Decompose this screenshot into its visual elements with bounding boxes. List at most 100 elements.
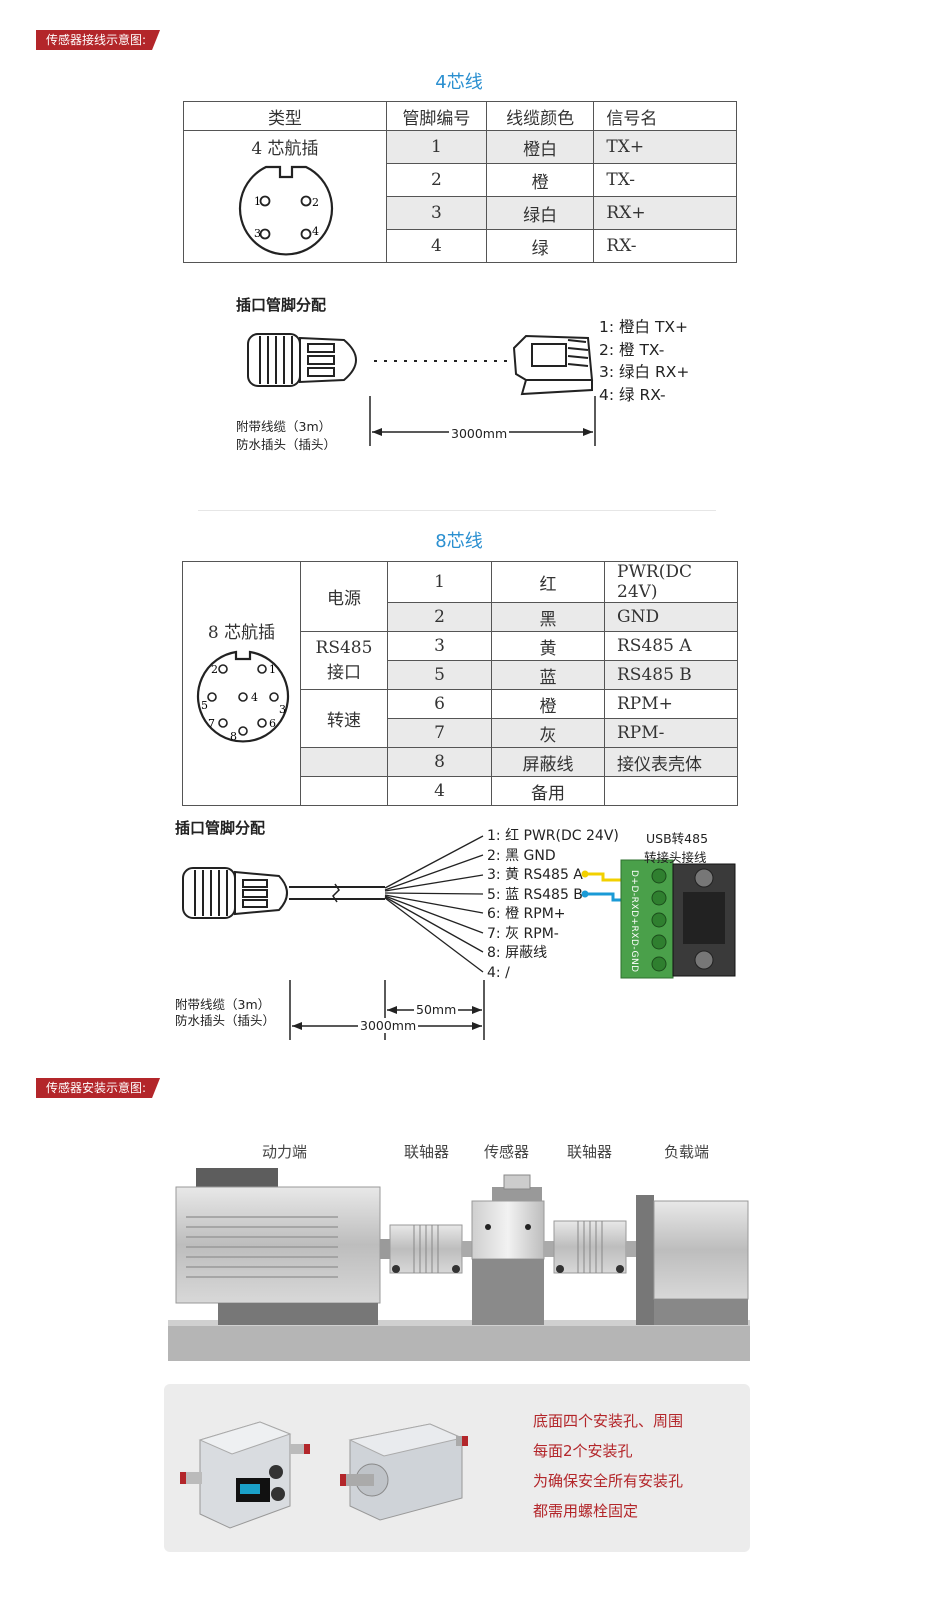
- connector-type-label: 8 芯航插: [207, 623, 276, 643]
- table-row: 4 芯航插 1 2 3 4 1 橙白 TX+: [183, 130, 737, 263]
- pin-cell: 2: [387, 602, 492, 632]
- wire-item: 3: 黄 RS485 A: [487, 867, 583, 883]
- group-speed: 转速: [300, 689, 388, 748]
- four-pin-connector-icon: 1 2 3 4: [238, 165, 334, 256]
- eight-pin-connector-icon: 1 2 3 4 5 6 7 8: [196, 650, 290, 743]
- pin-number: 3: [279, 703, 286, 716]
- table-row: 2 黑 GND: [183, 602, 738, 632]
- coupling-left-icon: [389, 1224, 474, 1274]
- pin-cell: 1: [387, 561, 492, 603]
- wire-list: 1: 红 PWR(DC 24V) 2: 黑 GND 3: 黄 RS485 A 5…: [487, 827, 619, 983]
- install-section-tag: 传感器安装示意图:: [36, 1078, 160, 1098]
- install-notes: 底面四个安装孔、周围 每面2个安装孔 为确保安全所有安装孔 都需用螺栓固定: [533, 1406, 683, 1526]
- eight-core-cable-diagram: [182, 835, 736, 1040]
- pin-number: 5: [201, 699, 208, 712]
- coupling-right-icon: [553, 1220, 640, 1274]
- color-cell: 黑: [491, 602, 605, 632]
- color-cell: 蓝: [491, 660, 605, 690]
- table-row: 4 备用: [183, 776, 738, 806]
- sensor-product-front-icon: [180, 1421, 310, 1529]
- pin-number: 4: [251, 691, 258, 704]
- install-note-line: 都需用螺栓固定: [533, 1502, 639, 1520]
- pin-number: 1: [254, 195, 261, 208]
- color-cell: 橙: [491, 689, 605, 719]
- pin-cell: 3: [387, 631, 492, 661]
- signal-cell: GND: [604, 602, 738, 632]
- label-power-end: 动力端: [262, 1143, 308, 1161]
- color-cell: 黄: [491, 631, 605, 661]
- pin-number: 1: [269, 663, 276, 676]
- sensor-icon: [471, 1174, 556, 1325]
- base-plate: [168, 1325, 750, 1361]
- color-cell: 屏蔽线: [491, 747, 605, 777]
- product-photos: [180, 1421, 468, 1529]
- table-header-row: 类型 管脚编号 线缆颜色 信号名: [183, 101, 737, 131]
- usb-485-adapter-icon: [620, 859, 736, 979]
- label-coupling-left: 联轴器: [404, 1143, 450, 1161]
- installation-diagram: [168, 1168, 750, 1361]
- header-type: 类型: [183, 101, 387, 131]
- pin-cell: 2: [385, 163, 487, 197]
- group-power: 电源: [300, 561, 388, 632]
- table-row: 2 橙 TX-: [184, 163, 737, 197]
- pin-cell: 4: [385, 229, 487, 263]
- signal-cell: TX+: [593, 130, 737, 164]
- pin-cell: 7: [387, 718, 492, 748]
- signal-cell: RPM+: [604, 689, 738, 719]
- label-load-end: 负载端: [664, 1143, 710, 1161]
- plug-note: 防水插头（插头）: [236, 437, 337, 452]
- table-row: 转速 6 橙 RPM+: [183, 689, 738, 748]
- wire-item: 6: 橙 RPM+: [487, 906, 566, 922]
- install-note-line: 每面2个安装孔: [533, 1442, 633, 1460]
- pin-number: 6: [269, 717, 276, 730]
- table-row: RS485 接口 3 黄 RS485 A: [183, 631, 738, 690]
- color-cell: 绿: [485, 229, 595, 263]
- pin-number: 2: [211, 663, 218, 676]
- group-rs485-line1: RS485: [315, 638, 373, 658]
- pin-number: 2: [312, 196, 319, 209]
- install-note-line: 底面四个安装孔、周围: [533, 1412, 684, 1430]
- header-color: 线缆颜色: [485, 101, 595, 131]
- usb-adapter-sublabel: 转接头接线: [644, 850, 707, 865]
- connector-cell: 8 芯航插 1 2 3 4 5 6 7 8: [182, 561, 301, 806]
- four-core-title: 4芯线: [435, 72, 483, 93]
- header-signal: 信号名: [593, 101, 737, 131]
- connector-type-label: 4 芯航插: [251, 139, 319, 159]
- signal-cell: RS485 A: [604, 631, 738, 661]
- rj45-plug-icon: [512, 334, 594, 396]
- pin-cell: 1: [385, 130, 487, 164]
- wire-item: 5: 蓝 RS485 B: [487, 886, 583, 903]
- pin-assignment-item: 3: 绿白 RX+: [599, 363, 690, 381]
- install-note-line: 为确保安全所有安装孔: [533, 1472, 684, 1490]
- wire-item: 1: 红 PWR(DC 24V): [487, 828, 619, 844]
- eight-core-title: 8芯线: [435, 531, 483, 552]
- waterproof-plug-icon: [247, 333, 357, 387]
- color-cell: 绿白: [485, 196, 595, 230]
- table-row: 3 绿白 RX+: [184, 196, 737, 230]
- wire-item: 4: /: [487, 964, 510, 981]
- color-cell: 备用: [491, 776, 605, 806]
- signal-cell: 接仪表壳体: [604, 747, 738, 777]
- signal-cell: PWR(DC 24V): [604, 561, 738, 603]
- pin-cell: 4: [387, 776, 492, 806]
- wire-item: 2: 黑 GND: [487, 847, 556, 864]
- signal-cell: RS485 B: [604, 660, 738, 690]
- group-empty: [300, 747, 388, 777]
- eight-core-table: 8 芯航插 1 2 3 4 5 6 7 8 电源 1: [182, 561, 738, 806]
- cable-note: 附带线缆（3m）: [236, 419, 332, 434]
- pin-cell: 8: [387, 747, 492, 777]
- section-divider: [198, 510, 716, 511]
- pin-number: 3: [254, 227, 261, 240]
- table-row: 5 蓝 RS485 B: [183, 660, 738, 690]
- wire-fan-icon: [384, 835, 484, 973]
- motor-icon: [175, 1168, 394, 1325]
- four-core-table: 类型 管脚编号 线缆颜色 信号名 4 芯航插 1 2 3 4 1 橙白 TX+ …: [183, 101, 737, 263]
- wiring-section-tag: 传感器接线示意图:: [36, 30, 160, 50]
- header-pin: 管脚编号: [385, 101, 487, 131]
- pin-assignment-item: 4: 绿 RX-: [599, 385, 666, 404]
- terminal-pin-labels: D+D-RXD+RXD-GND: [629, 870, 639, 973]
- color-cell: 灰: [491, 718, 605, 748]
- wire-item: 7: 灰 RPM-: [487, 925, 559, 942]
- pin-cell: 6: [387, 689, 492, 719]
- cable-note: 附带线缆（3m）: [175, 997, 271, 1012]
